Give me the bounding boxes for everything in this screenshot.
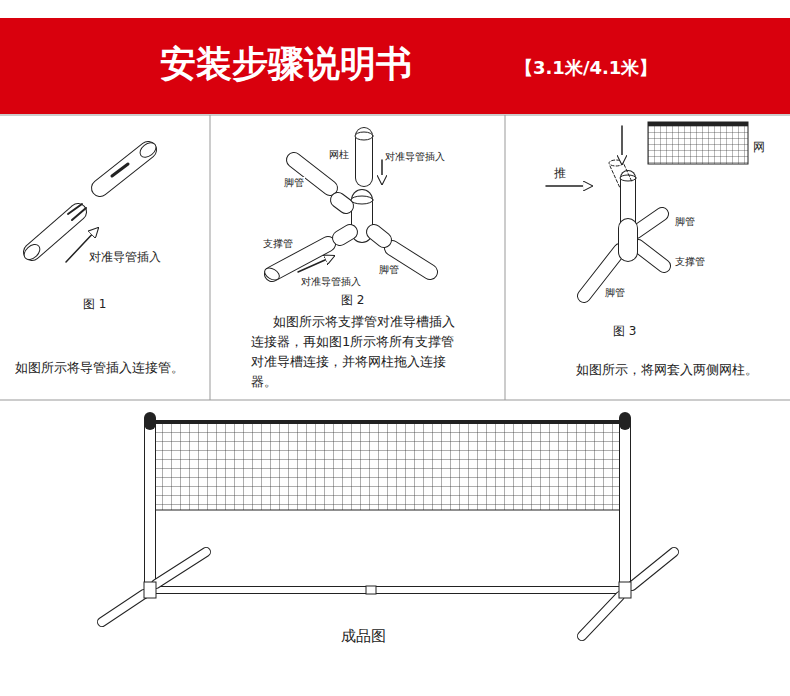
part-label: 支撑管 xyxy=(674,256,706,268)
step-caption: 如图所示将导管插入连接管。 xyxy=(14,360,185,376)
title-banner xyxy=(0,18,790,114)
step-caption: 如图所示，将网套入两侧网柱。 xyxy=(575,362,759,378)
page-title: 安装步骤说明书 xyxy=(160,42,412,85)
step-note: 对准导管插入 xyxy=(384,151,446,163)
fig1-tubes xyxy=(21,140,158,263)
step-note: 推 xyxy=(553,166,567,180)
part-label: 支撑管 xyxy=(262,238,294,250)
finished-net xyxy=(102,418,674,636)
figure-number: 图 1 xyxy=(82,297,107,311)
part-label: 脚管 xyxy=(604,287,626,299)
step-note: 对准导管插入 xyxy=(300,276,362,288)
part-label: 脚管 xyxy=(378,264,400,276)
spec-label: 【3.1米/4.1米】 xyxy=(515,57,657,79)
fig3-stand xyxy=(546,122,748,296)
step-caption: 如图所示将支撑管对准导槽插入连接器，再如图1所示将所有支撑管对准导槽连接，并将网… xyxy=(250,312,460,392)
step-note: 对准导管插入 xyxy=(88,250,162,264)
part-label: 网 xyxy=(752,140,766,154)
figure-number: 图 3 xyxy=(612,324,637,338)
net-sample xyxy=(648,122,748,164)
part-label: 网柱 xyxy=(328,149,350,161)
panel-frame xyxy=(0,115,790,400)
figure-number: 图 2 xyxy=(340,293,365,307)
figure-caption: 成品图 xyxy=(340,627,387,645)
part-label: 脚管 xyxy=(283,177,305,189)
part-label: 脚管 xyxy=(674,216,696,228)
